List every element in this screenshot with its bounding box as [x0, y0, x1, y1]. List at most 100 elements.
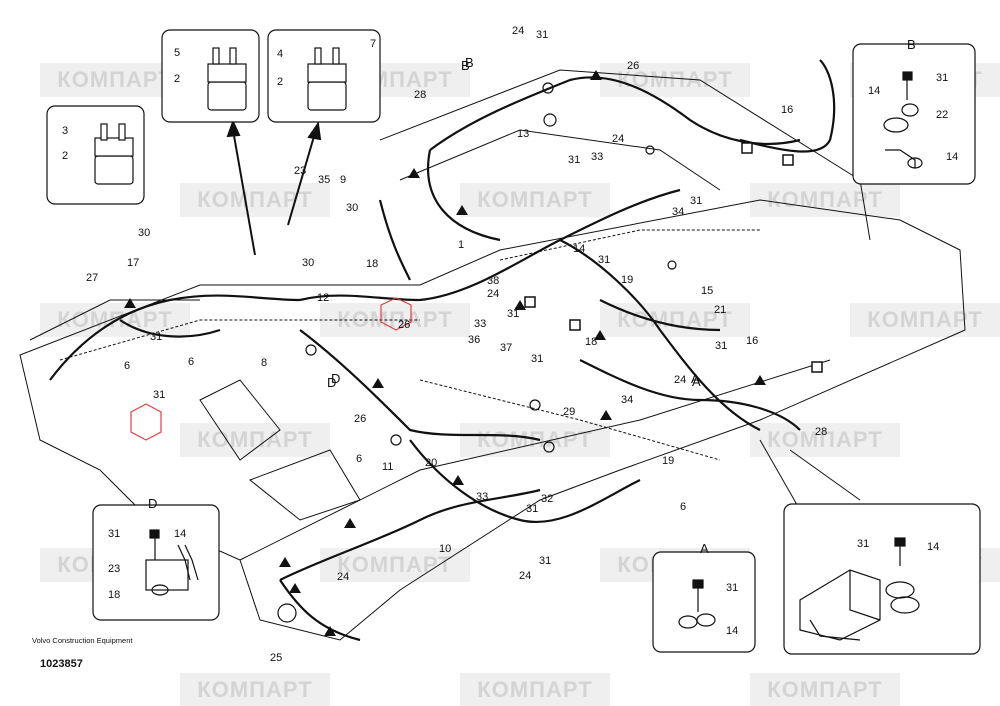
- callout-27: 27: [86, 272, 98, 284]
- callout-30: 30: [138, 227, 150, 239]
- callout-31: 31: [150, 331, 162, 343]
- pointer-arrows: [226, 119, 322, 256]
- callout-31: 31: [539, 555, 551, 567]
- callout-31: 31: [153, 389, 165, 401]
- callout-24: 24: [612, 133, 624, 145]
- callout-9: 9: [340, 174, 346, 186]
- detail-b-callout: 22: [936, 109, 948, 121]
- watermark-tile: КОМПАРТ: [750, 183, 900, 217]
- watermark-tile: КОМПАРТ: [320, 548, 470, 582]
- watermark-tile: КОМПАРТ: [850, 303, 1000, 337]
- callout-26: 26: [354, 413, 366, 425]
- callout-18: 18: [366, 258, 378, 270]
- detail-d-callout: 14: [174, 528, 186, 540]
- detail-b-callout: 14: [946, 151, 958, 163]
- connector-symbols: [277, 82, 677, 623]
- watermark-tile: КОМПАРТ: [460, 673, 610, 706]
- callout-30: 30: [302, 257, 314, 269]
- callout-34: 34: [621, 394, 633, 406]
- detail-b-callout: 31: [936, 72, 948, 84]
- watermark-tile: КОМПАРТ: [180, 183, 330, 217]
- highlight-hexagons: [130, 297, 412, 441]
- callout-16: 16: [746, 335, 758, 347]
- callout-31: 31: [598, 254, 610, 266]
- callout-31: 31: [568, 154, 580, 166]
- callout-31: 31: [507, 308, 519, 320]
- watermark-tile: КОМПАРТ: [460, 423, 610, 457]
- callout-34: 34: [672, 206, 684, 218]
- callout-25: 25: [270, 652, 282, 664]
- relay3-callout: 2: [62, 150, 68, 162]
- callout-32: 32: [541, 493, 553, 505]
- callout-16: 16: [781, 104, 793, 116]
- callout-31: 31: [526, 503, 538, 515]
- relay-drawings: [94, 47, 347, 185]
- callout-36: 36: [468, 334, 480, 346]
- watermark-tile: КОМПАРТ: [600, 63, 750, 97]
- callout-31: 31: [531, 353, 543, 365]
- callout-6: 6: [680, 501, 686, 513]
- relay2-callout: 4: [277, 48, 283, 60]
- marker-b: B: [461, 58, 470, 73]
- callout-15: 15: [701, 285, 713, 297]
- callout-19: 19: [621, 274, 633, 286]
- callout-6: 6: [188, 356, 194, 368]
- callout-12: 12: [317, 292, 329, 304]
- callout-33: 33: [476, 491, 488, 503]
- callout-14: 14: [573, 243, 585, 255]
- hidden-lines: [59, 229, 760, 461]
- detail-d-drawing: [145, 529, 199, 596]
- callout-29: 29: [563, 406, 575, 418]
- callout-31: 31: [715, 340, 727, 352]
- detail-a-callout: 14: [726, 625, 738, 637]
- harness-wiring: [49, 59, 836, 642]
- valve-zoom-callout: 14: [927, 541, 939, 553]
- detail-d-callout: 18: [108, 589, 120, 601]
- watermark-tile: КОМПАРТ: [750, 423, 900, 457]
- watermark-tile: КОМПАРТ: [460, 183, 610, 217]
- warning-triangles: [124, 70, 766, 636]
- callout-33: 33: [591, 151, 603, 163]
- callout-24: 24: [674, 374, 686, 386]
- marker-a: A: [692, 374, 701, 389]
- marker-d: D: [327, 375, 336, 390]
- callout-38: 38: [487, 275, 499, 287]
- detail-a-drawing: [678, 579, 716, 629]
- watermark-tile: КОМПАРТ: [180, 673, 330, 706]
- diagram-number: 1023857: [40, 658, 83, 670]
- valve-zoom-drawing: [799, 537, 920, 641]
- callout-24: 24: [487, 288, 499, 300]
- callout-B: B: [465, 55, 474, 70]
- valve-zoom-callout: 31: [857, 538, 869, 550]
- relay2-callout: 7: [370, 38, 376, 50]
- callout-18: 18: [585, 336, 597, 348]
- detail-d-callout: 31: [108, 528, 120, 540]
- square-markers: [524, 142, 823, 373]
- relay2-callout: 2: [277, 76, 283, 88]
- watermark-tile: КОМПАРТ: [600, 303, 750, 337]
- callout-35: 35: [318, 174, 330, 186]
- detail-b-callout: 14: [868, 85, 880, 97]
- callout-1: 1: [458, 239, 464, 251]
- manufacturer-label: Volvo Construction Equipment: [32, 636, 133, 645]
- detail-d-callout: 23: [108, 563, 120, 575]
- callout-26: 26: [398, 319, 410, 331]
- relay1-callout: 2: [174, 73, 180, 85]
- callout-19: 19: [662, 455, 674, 467]
- callout-28: 28: [815, 426, 827, 438]
- callout-11: 11: [382, 461, 393, 473]
- callout-28: 28: [414, 89, 426, 101]
- detail-d-title: D: [148, 496, 157, 511]
- watermark-tile: КОМПАРТ: [40, 303, 190, 337]
- watermark-tile: КОМПАРТ: [180, 423, 330, 457]
- detail-a-callout: 31: [726, 582, 738, 594]
- callout-21: 21: [714, 304, 726, 316]
- callout-8: 8: [261, 357, 267, 369]
- callout-33: 33: [474, 318, 486, 330]
- callout-24: 24: [519, 570, 531, 582]
- zoom-leader: [759, 439, 861, 511]
